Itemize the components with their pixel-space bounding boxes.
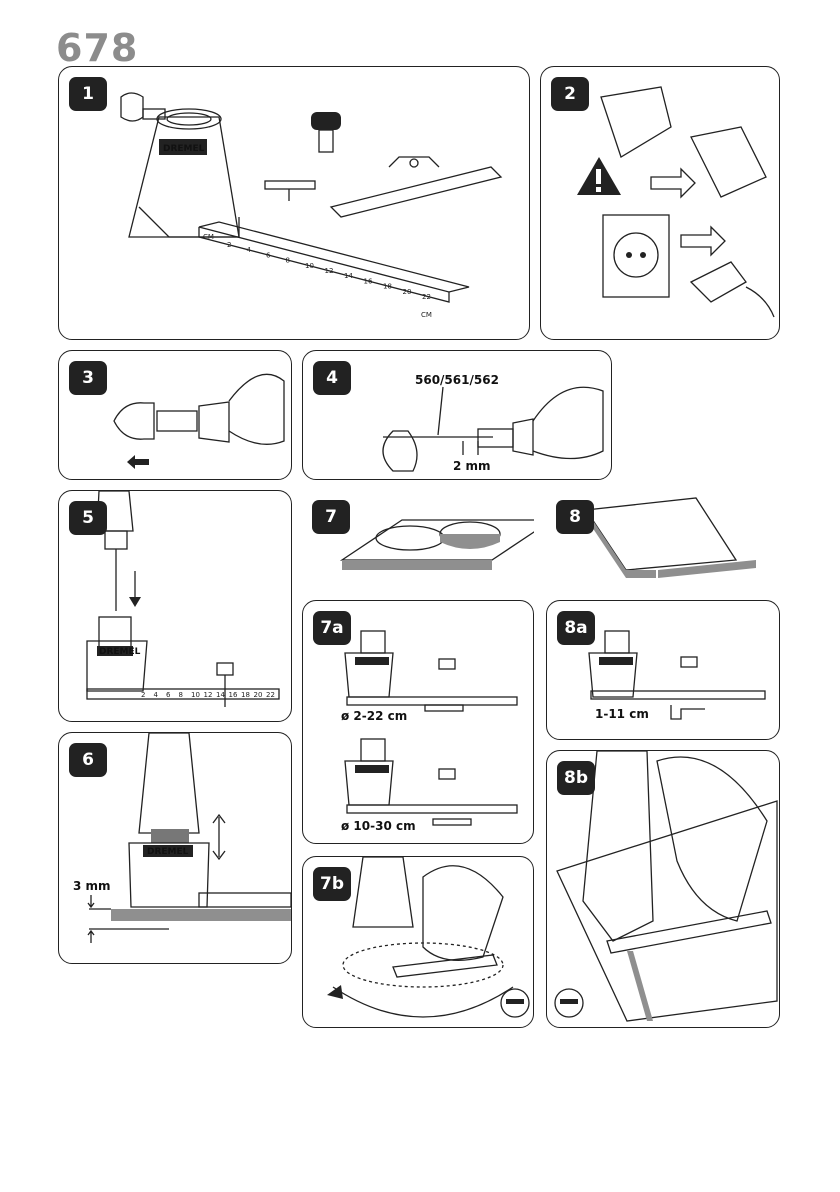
- ruler-tick-22: 22: [422, 293, 431, 301]
- safety-gear-icon: [501, 989, 529, 1017]
- step-7a-panel: ø 2-22 cm ø 10-30 cm 7a: [302, 600, 534, 844]
- svg-text:CM: CM: [203, 233, 214, 241]
- step-badge-7b: 7b: [313, 867, 351, 901]
- step-badge-8b: 8b: [557, 761, 595, 795]
- ruler-tick-10: 10: [191, 691, 200, 699]
- ruler-tick-12: 12: [325, 267, 334, 275]
- step-badge-1: 1: [69, 77, 107, 111]
- step-8a-panel: 1-11 cm 8a: [546, 600, 780, 740]
- step-7-panel: 7: [302, 490, 534, 588]
- model-number: 678: [56, 26, 138, 70]
- step-badge-2: 2: [551, 77, 589, 111]
- ruler-tick-18: 18: [383, 283, 392, 291]
- ruler-tick-6: 6: [266, 251, 271, 259]
- step-badge-4: 4: [313, 361, 351, 395]
- panel5-brand-text: DREMEL: [99, 647, 141, 657]
- ruler-tick-2: 2: [141, 691, 145, 699]
- edge-range-label: 1-11 cm: [595, 707, 649, 721]
- ruler-tick-14: 14: [216, 691, 225, 699]
- step-8b-panel: 8b: [546, 750, 780, 1028]
- ruler-tick-16: 16: [229, 691, 238, 699]
- ruler-tick-20: 20: [403, 288, 412, 296]
- step-1-panel: DREMEL CM 2 4 6 8 10 12 14 16 18 20 22 CM 1: [58, 66, 530, 340]
- ruler-tick-10: 10: [305, 262, 314, 270]
- step-badge-5: 5: [69, 501, 107, 535]
- bit-models-label: 560/561/562: [415, 373, 499, 387]
- ruler-tick-2: 2: [227, 241, 231, 249]
- circle-range-small-label: ø 2-22 cm: [341, 709, 407, 723]
- ruler-tick-16: 16: [364, 277, 373, 285]
- step-7b-panel: 7b: [302, 856, 534, 1028]
- step-badge-6: 6: [69, 743, 107, 777]
- step-badge-8: 8: [556, 500, 594, 534]
- safety-gear-icon: [555, 989, 583, 1017]
- ruler-tick-6: 6: [166, 691, 171, 699]
- step-2-panel: 2: [540, 66, 780, 340]
- power-outlet-icon: [603, 215, 669, 297]
- circle-cutter-parts-illustration: DREMEL CM 2 4 6 8 10 12 14 16 18 20 22 CM: [59, 67, 529, 339]
- ruler-tick-8: 8: [286, 257, 290, 265]
- ruler-tick-4: 4: [247, 246, 252, 254]
- circle-range-large-label: ø 10-30 cm: [341, 819, 416, 833]
- cut-depth-label: 3 mm: [73, 879, 111, 893]
- step-3-panel: 3: [58, 350, 292, 480]
- step-badge-7a: 7a: [313, 611, 351, 645]
- step-badge-3: 3: [69, 361, 107, 395]
- bit-depth-label: 2 mm: [453, 459, 491, 473]
- step-8-panel: 8: [546, 490, 778, 588]
- panel6-brand-text: DREMEL: [147, 847, 189, 857]
- ruler-tick-14: 14: [344, 272, 353, 280]
- ruler-tick-20: 20: [254, 691, 263, 699]
- housing-brand-text: DREMEL: [163, 144, 205, 154]
- svg-text:CM: CM: [421, 311, 432, 319]
- step-4-panel: 560/561/562 2 mm 4: [302, 350, 612, 480]
- ruler-tick-18: 18: [241, 691, 250, 699]
- step-badge-7: 7: [312, 500, 350, 534]
- warning-triangle-icon: [577, 157, 621, 195]
- step-6-panel: DREMEL 3 mm 6: [58, 732, 292, 964]
- step-badge-8a: 8a: [557, 611, 595, 645]
- ruler-tick-12: 12: [204, 691, 213, 699]
- ruler-tick-22: 22: [266, 691, 275, 699]
- ruler-tick-4: 4: [154, 691, 159, 699]
- ruler-tick-8: 8: [179, 691, 183, 699]
